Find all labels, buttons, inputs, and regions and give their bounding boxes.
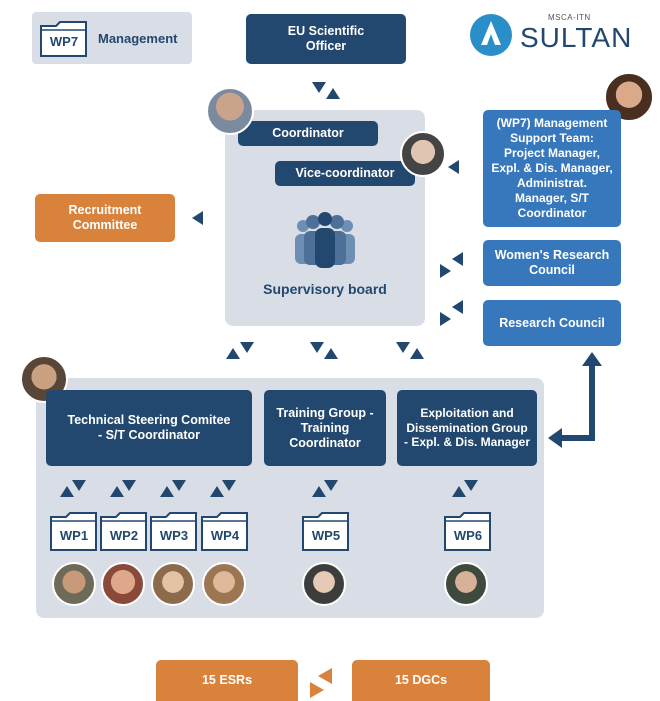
arrow-up-icon	[312, 486, 326, 497]
coordinator-box: Coordinator	[238, 121, 378, 146]
people-group-icon	[295, 212, 355, 268]
logo-small-text: MSCA-ITN	[548, 13, 591, 22]
wp3-folder: WP3	[148, 508, 200, 554]
arrow-up-icon	[226, 348, 240, 359]
arrow-up-icon	[410, 348, 424, 359]
wp2-leader-photo	[101, 562, 145, 606]
arrow-down-icon	[464, 480, 478, 491]
wp4-label: WP4	[210, 528, 240, 543]
wp7-folder-label: WP7	[49, 34, 79, 49]
folder-icon	[201, 512, 248, 551]
management-support-team-box: (WP7) Management Support Team: Project M…	[483, 110, 621, 227]
arrow-down-icon	[72, 480, 86, 491]
sultan-logo: MSCA-ITN SULTAN	[468, 12, 638, 58]
eu-scientific-officer-box: EU Scientific Officer	[246, 14, 406, 64]
arrow-down-icon	[324, 480, 338, 491]
arrow-right-icon	[440, 264, 451, 278]
wp1-label: WP1	[59, 528, 89, 543]
training-group-box: Training Group - Training Coordinator	[264, 390, 386, 466]
arrow-up-icon	[324, 348, 338, 359]
technical-steering-box: Technical Steering Comitee - S/T Coordin…	[46, 390, 252, 466]
arrow-left-icon	[452, 300, 463, 314]
arrow-right-icon	[440, 312, 451, 326]
folder-icon	[40, 21, 87, 57]
arrow-left-icon	[448, 160, 459, 174]
arrow-up-icon	[160, 486, 174, 497]
arrow-left-icon	[192, 211, 203, 225]
folder-icon	[50, 512, 97, 551]
folder-icon	[100, 512, 147, 551]
arrow-down-icon	[240, 342, 254, 353]
wp6-folder: WP6	[442, 508, 494, 554]
womens-research-council-box: Women's Research Council	[483, 240, 621, 286]
dgcs-box: 15 DGCs	[352, 660, 490, 701]
exploitation-group-box: Exploitation and Dissemination Group - E…	[397, 390, 537, 466]
wp4-folder: WP4	[199, 508, 251, 554]
wp1-folder: WP1	[48, 508, 100, 554]
arrow-left-icon	[452, 252, 463, 266]
arrow-down-icon	[312, 82, 326, 93]
arrow-up-icon	[60, 486, 74, 497]
arrow-up-icon	[210, 486, 224, 497]
wp2-folder: WP2	[98, 508, 150, 554]
arrow-down-icon	[172, 480, 186, 491]
wp2-label: WP2	[109, 528, 139, 543]
logo-emblem-icon	[470, 14, 512, 56]
arrow-right-icon	[310, 682, 324, 698]
arrow-down-icon	[122, 480, 136, 491]
coordinator-photo	[206, 87, 254, 135]
recruitment-committee-box: Recruitment Committee	[35, 194, 175, 242]
arrow-left-icon	[318, 668, 332, 684]
esrs-box: 15 ESRs	[156, 660, 298, 701]
vice-coordinator-photo	[400, 131, 446, 177]
supervisory-board-label: Supervisory board	[263, 281, 387, 297]
logo-main-text: SULTAN	[520, 22, 633, 53]
folder-icon	[302, 512, 349, 551]
arrow-down-icon	[396, 342, 410, 353]
arrow-up-icon	[452, 486, 466, 497]
wp4-leader-photo	[202, 562, 246, 606]
research-council-box: Research Council	[483, 300, 621, 346]
folder-icon	[444, 512, 491, 551]
wp1-leader-photo	[52, 562, 96, 606]
arrow-up-icon	[110, 486, 124, 497]
arrow-down-icon	[222, 480, 236, 491]
wp3-label: WP3	[159, 528, 189, 543]
arrow-down-icon	[310, 342, 324, 353]
wp5-leader-photo	[302, 562, 346, 606]
folder-icon	[150, 512, 197, 551]
management-label: Management	[98, 31, 178, 46]
arrow-up-icon	[326, 88, 340, 99]
wp3-leader-photo	[151, 562, 195, 606]
wp7-management-badge: WP7 Management	[32, 12, 192, 64]
wp6-leader-photo	[444, 562, 488, 606]
connector-arrow-icon	[548, 352, 602, 448]
wp6-label: WP6	[453, 528, 483, 543]
wp5-label: WP5	[311, 528, 341, 543]
vice-coordinator-box: Vice-coordinator	[275, 161, 415, 186]
wp5-folder: WP5	[300, 508, 352, 554]
